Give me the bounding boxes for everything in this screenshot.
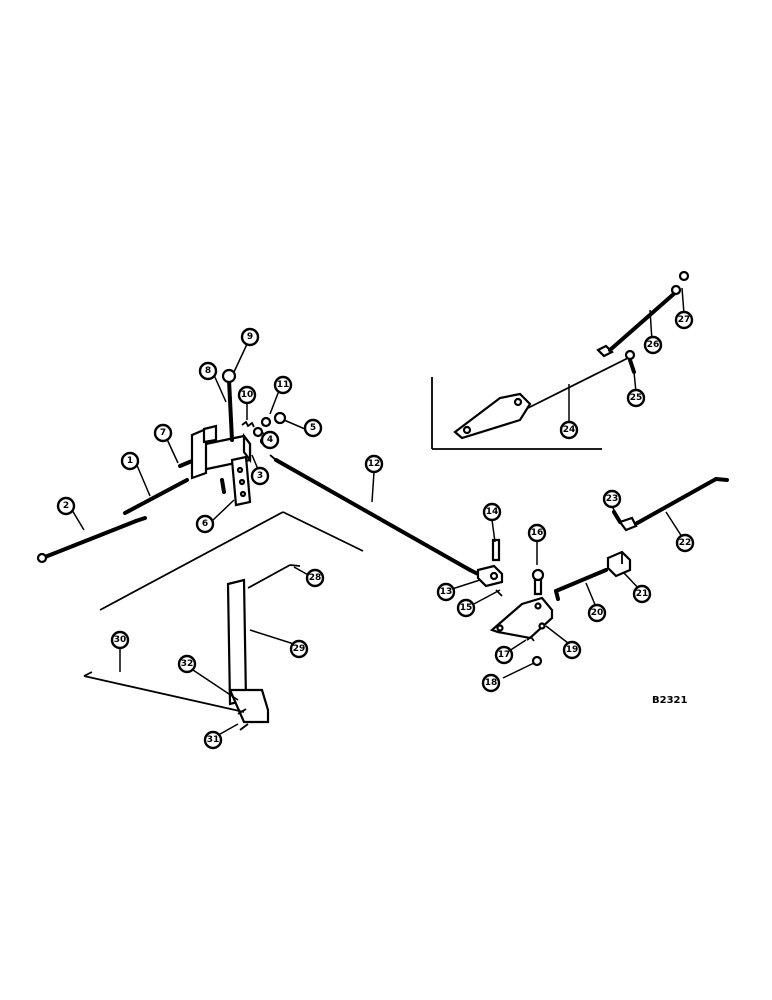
callout-4: 4 (260, 430, 280, 450)
svg-text:19: 19 (566, 645, 579, 655)
rod-26 (596, 290, 678, 358)
callout-14: 14 (482, 502, 502, 522)
callout-29: 29 (289, 639, 309, 659)
pivot-block-13 (476, 564, 504, 588)
svg-text:23: 23 (606, 494, 619, 504)
clevis-25 (624, 349, 636, 374)
callout-5: 5 (303, 418, 323, 438)
svg-text:9: 9 (247, 332, 253, 342)
drawing-reference-code: B2321 (652, 695, 687, 706)
callout-13: 13 (436, 582, 456, 602)
pin-31-32 (237, 708, 249, 731)
svg-text:17: 17 (498, 650, 511, 660)
svg-text:16: 16 (531, 528, 544, 538)
callout-18: 18 (481, 673, 501, 693)
svg-text:24: 24 (563, 425, 576, 435)
callout-7: 7 (153, 423, 173, 443)
coupling-21 (606, 550, 632, 578)
callout-26: 26 (643, 335, 663, 355)
svg-text:26: 26 (647, 340, 660, 350)
pin-7 (178, 459, 194, 468)
bracket-plate-19 (489, 596, 554, 640)
callout-15: 15 (456, 598, 476, 618)
callout-32: 32 (177, 654, 197, 674)
callout-21: 21 (632, 584, 652, 604)
callout-24: 24 (559, 420, 579, 440)
svg-text:6: 6 (202, 519, 208, 529)
spring-10 (241, 420, 255, 428)
bracket-plate-24 (453, 392, 532, 440)
callout-1: 1 (120, 451, 140, 471)
svg-text:30: 30 (114, 635, 127, 645)
svg-text:8: 8 (205, 366, 211, 376)
handle-lever-8 (221, 368, 237, 442)
callout-leaders (71, 287, 685, 739)
lever-arm-6 (220, 455, 252, 507)
svg-text:27: 27 (678, 315, 691, 325)
callout-20: 20 (587, 603, 607, 623)
svg-text:3: 3 (257, 471, 263, 481)
callout-27: 27 (674, 310, 694, 330)
fitting-27 (670, 270, 690, 296)
callout-25: 25 (626, 388, 646, 408)
callout-8: 8 (198, 361, 218, 381)
upper-right-inset-frame (431, 377, 602, 450)
callout-23: 23 (602, 489, 622, 509)
callout-12: 12 (364, 454, 384, 474)
svg-text:4: 4 (267, 435, 273, 445)
svg-text:11: 11 (277, 380, 290, 390)
svg-text:29: 29 (293, 644, 306, 654)
svg-text:28: 28 (309, 573, 322, 583)
svg-text:32: 32 (181, 659, 194, 669)
svg-text:2: 2 (63, 501, 69, 511)
rod-2 (36, 516, 147, 564)
callout-22: 22 (675, 533, 695, 553)
rod-30 (83, 671, 245, 713)
bolt-16 (531, 568, 545, 596)
link-rod-24 (527, 357, 629, 409)
svg-text:5: 5 (310, 423, 316, 433)
lower-left-inset-frame (99, 511, 364, 611)
rod-28 (247, 564, 301, 589)
svg-text:14: 14 (486, 507, 499, 517)
svg-text:12: 12 (368, 459, 381, 469)
svg-text:25: 25 (630, 393, 643, 403)
rod-22 (630, 477, 729, 528)
yoke-23 (612, 510, 638, 532)
washer-17-nut-18 (526, 635, 543, 667)
svg-text:22: 22 (679, 538, 692, 548)
callout-16: 16 (527, 523, 547, 543)
rod-1 (123, 478, 189, 515)
rod-20 (554, 568, 608, 601)
callout-2: 2 (56, 496, 76, 516)
svg-text:31: 31 (207, 735, 220, 745)
callout-11: 11 (273, 375, 293, 395)
callout-28: 28 (305, 568, 325, 588)
callout-19: 19 (562, 640, 582, 660)
svg-text:20: 20 (591, 608, 604, 618)
callout-6: 6 (195, 514, 215, 534)
bolt-14 (491, 538, 501, 562)
callout-9: 9 (240, 327, 260, 347)
callout-31: 31 (203, 730, 223, 750)
callout-10: 10 (237, 385, 257, 405)
svg-text:10: 10 (241, 390, 254, 400)
callout-30: 30 (110, 630, 130, 650)
svg-text:13: 13 (440, 587, 453, 597)
callout-3: 3 (250, 466, 270, 486)
svg-text:18: 18 (485, 678, 498, 688)
svg-text:1: 1 (127, 456, 133, 466)
bracket-arm (190, 424, 218, 480)
svg-text:7: 7 (160, 428, 166, 438)
lever-29 (226, 578, 270, 724)
svg-text:15: 15 (460, 603, 473, 613)
svg-text:21: 21 (636, 589, 649, 599)
callout-17: 17 (494, 645, 514, 665)
